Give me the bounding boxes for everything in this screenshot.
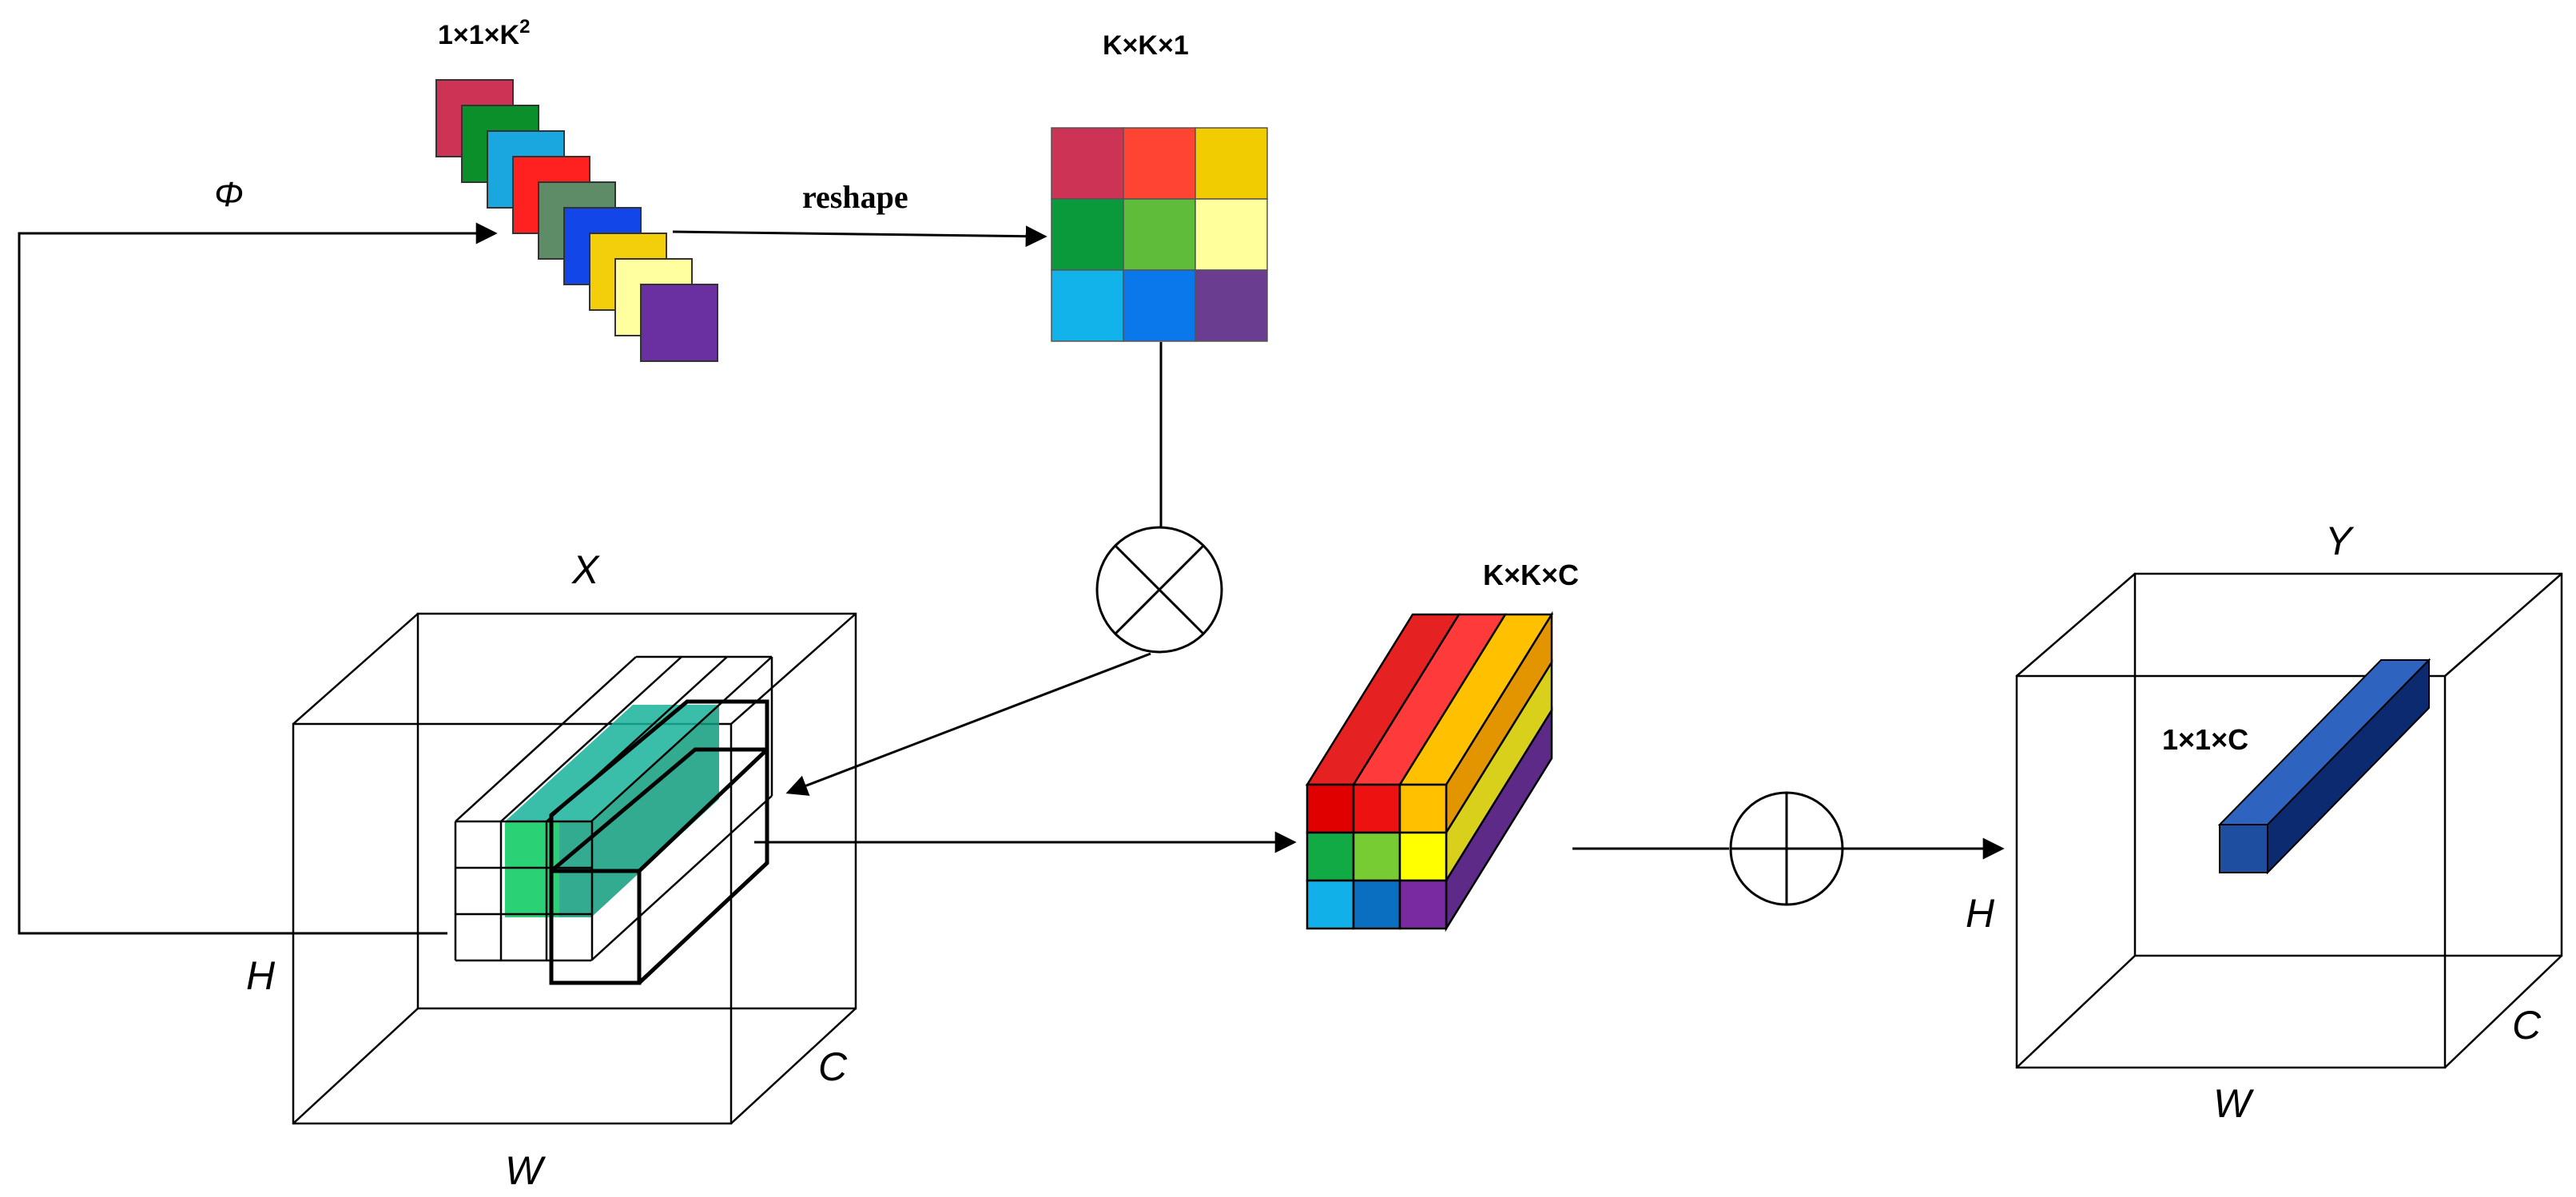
patch-depth-line: [455, 656, 637, 822]
kernel-vector-label: 1×1×K2: [438, 16, 530, 50]
kernel-matrix-cell: [1195, 269, 1268, 342]
patch-highlight-depth: [638, 748, 769, 873]
kernel-matrix-cell: [1123, 127, 1196, 200]
output-c-label: C: [2512, 1003, 2542, 1048]
add-operator: [1729, 791, 1844, 906]
input-patch: [454, 655, 773, 985]
input-w-label: W: [505, 1148, 547, 1193]
output-w-label: W: [2213, 1081, 2255, 1126]
output-cube: [2015, 572, 2563, 1069]
reshape-label: reshape: [802, 179, 908, 215]
output-vector: [2217, 658, 2431, 875]
output-vec-front: [2219, 824, 2268, 873]
multiply-operator: [1095, 526, 1223, 654]
unfolded-block: [1305, 610, 1554, 933]
patch-depth-line: [500, 656, 682, 822]
kernel-matrix: [1051, 127, 1268, 342]
unfolded-front-cell: [1398, 831, 1448, 882]
kernel-vector-square: [640, 284, 718, 362]
input-h-label: H: [246, 953, 276, 998]
unfolded-front-cell: [1352, 831, 1401, 882]
unfolded-front-cell: [1398, 783, 1448, 834]
unfolded-front-cell: [1306, 831, 1355, 882]
patch-highlight: [549, 699, 769, 985]
input-x-label: X: [571, 547, 600, 592]
unfolded-label: K×K×C: [1483, 559, 1579, 591]
kernel-matrix-cell: [1051, 127, 1124, 200]
patch-band-side: [559, 705, 719, 917]
multiply-to-input-arrow: [785, 652, 1151, 796]
output-y-label: Y: [2325, 519, 2355, 563]
patch-highlight-upper: [549, 699, 769, 871]
kernel-matrix-cell: [1123, 198, 1196, 271]
unfolded-front-cell: [1306, 879, 1355, 930]
input-c-label: C: [818, 1044, 848, 1089]
kernel-matrix-cell: [1123, 269, 1196, 342]
unfolded-front-cell: [1398, 879, 1448, 930]
patch-depth-line: [590, 656, 773, 822]
reshape-arrow: [672, 225, 1047, 248]
unfolded-front-cell: [1352, 783, 1401, 834]
kernel-matrix-cell: [1195, 198, 1268, 271]
output-vec-label: 1×1×C: [2162, 723, 2248, 756]
phi-path-arrow: [18, 222, 498, 935]
kernel-matrix-cell: [1051, 198, 1124, 271]
kernel-vector-stack: [435, 79, 718, 362]
patch-depth-line: [590, 795, 773, 961]
phi-label: Φ: [214, 175, 244, 214]
kernel-matrix-label: K×K×1: [1103, 30, 1189, 61]
kernel-matrix-cell: [1051, 269, 1124, 342]
input-cube: [292, 612, 857, 1125]
output-h-label: H: [1966, 891, 1995, 936]
kernel-matrix-cell: [1195, 127, 1268, 200]
unfolded-front-cell: [1352, 879, 1401, 930]
unfolded-front-cell: [1306, 783, 1355, 834]
